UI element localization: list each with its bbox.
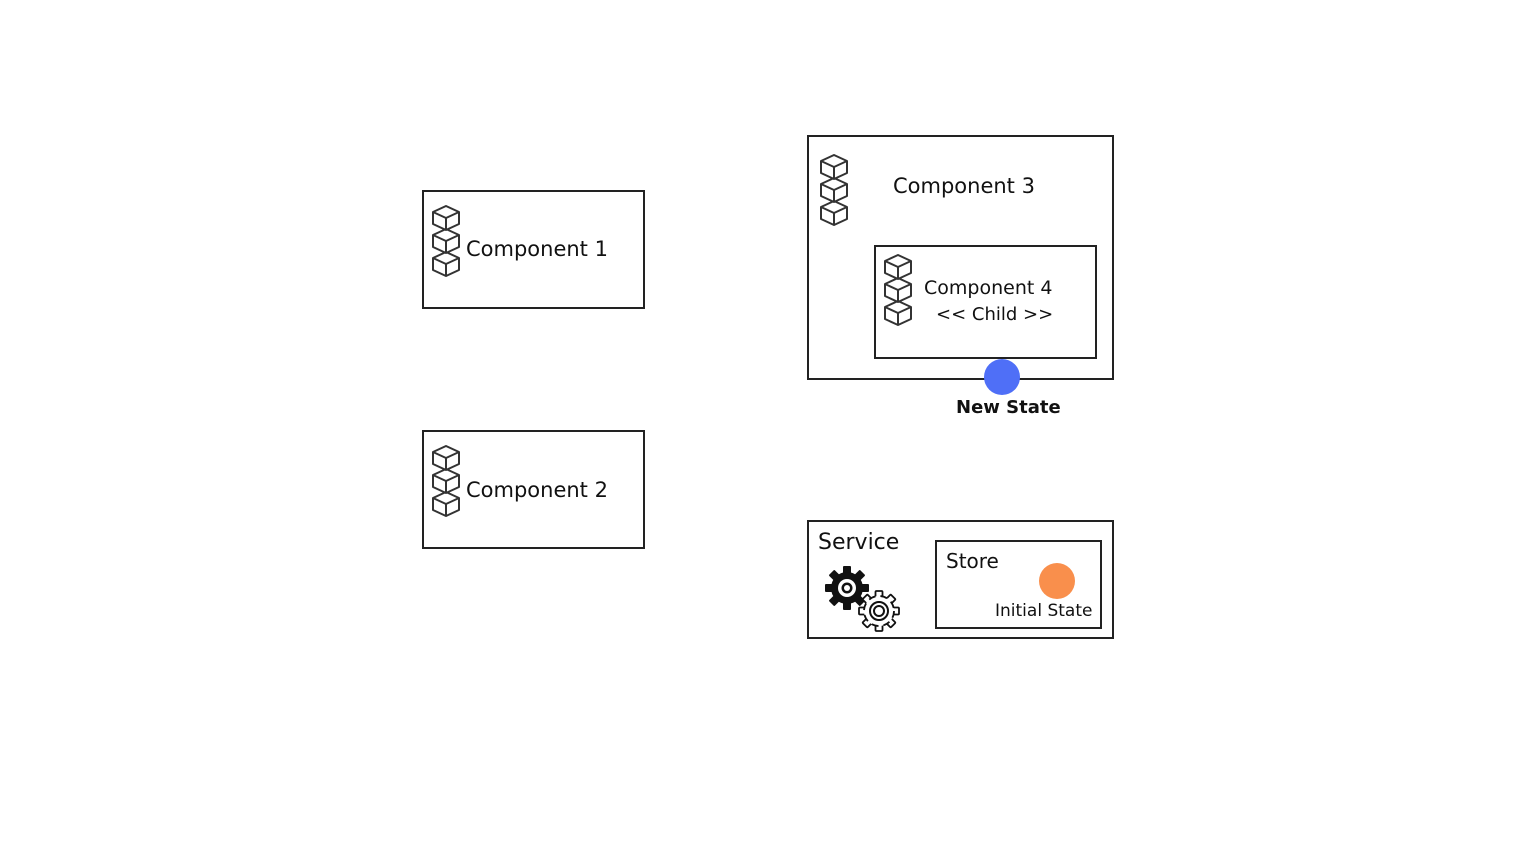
component-4-sublabel: << Child >> — [936, 304, 1054, 325]
store-box: Store Initial State — [935, 540, 1102, 629]
component-1-box: Component 1 — [422, 190, 645, 309]
component-2-cubes-icon — [430, 444, 462, 520]
component-4-label: Component 4 — [924, 277, 1053, 299]
component-2-box: Component 2 — [422, 430, 645, 549]
service-box: Service — [807, 520, 1114, 639]
gears-icon — [825, 566, 900, 632]
component-4-cubes-icon — [882, 253, 914, 329]
initial-state-dot — [1039, 563, 1075, 599]
initial-state-label: Initial State — [995, 601, 1093, 621]
component-4-box: Component 4 << Child >> — [874, 245, 1097, 359]
component-1-label: Component 1 — [466, 237, 608, 261]
component-1-cubes-icon — [430, 204, 462, 280]
component-3-label: Component 3 — [893, 174, 1035, 198]
service-label: Service — [818, 530, 900, 555]
component-2-label: Component 2 — [466, 478, 608, 502]
new-state-label: New State — [956, 397, 1061, 418]
component-3-cubes-icon — [818, 153, 850, 229]
component-3-box: Component 3 Component 4 << Child >> — [807, 135, 1114, 380]
store-label: Store — [946, 549, 999, 573]
new-state-dot — [984, 359, 1020, 395]
